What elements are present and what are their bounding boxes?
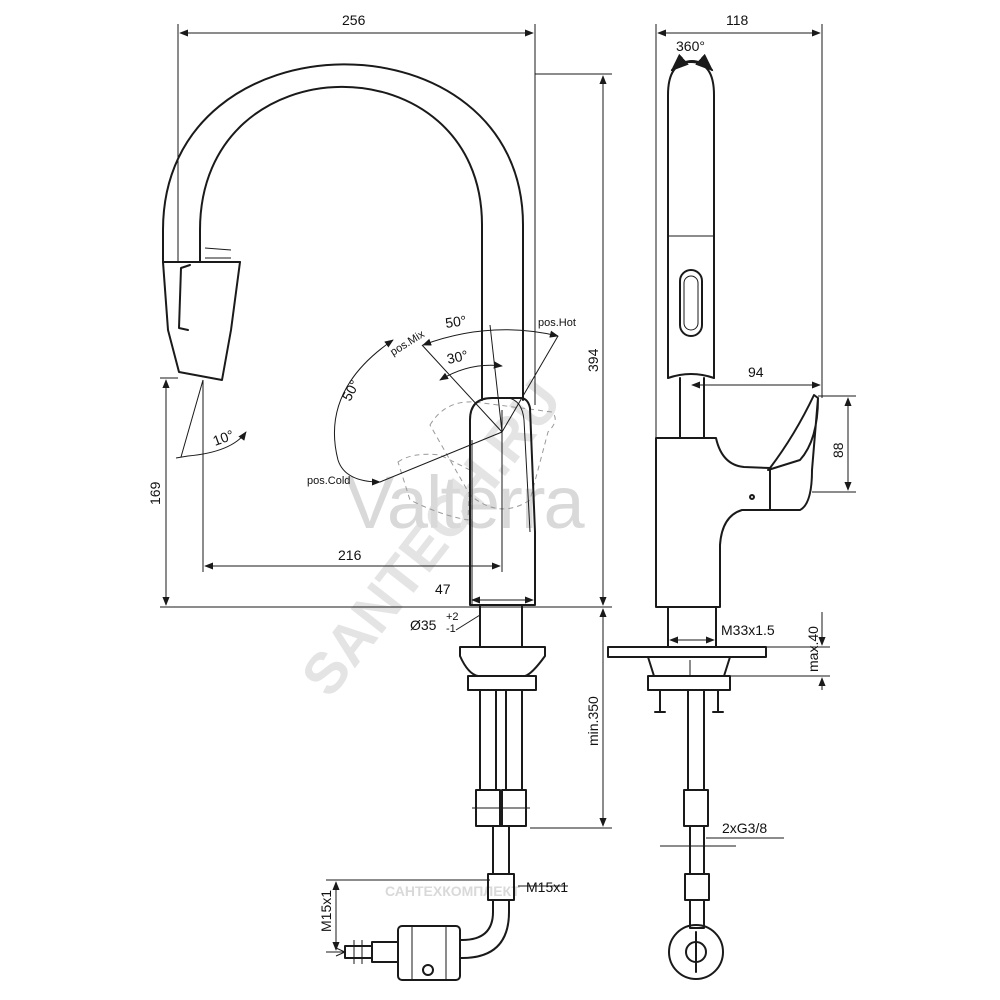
label-118: 118 xyxy=(726,12,749,28)
label-pos-mix: pos.Mix xyxy=(388,328,427,359)
label-g38: 2xG3/8 xyxy=(722,820,767,836)
body-face xyxy=(471,397,531,605)
side-spray-hose-lower xyxy=(689,899,705,929)
angle-ray-mix xyxy=(421,344,503,433)
weight-screw xyxy=(422,964,434,976)
spout-inner xyxy=(162,63,524,401)
label-pos-hot: pos.Hot xyxy=(538,317,576,329)
side-weight xyxy=(668,924,724,980)
label-35: Ø35 xyxy=(410,617,437,633)
side-studs xyxy=(654,689,724,713)
angle-ray-hot xyxy=(501,335,559,433)
lever-ghost-mix xyxy=(429,401,556,510)
label-cold-50: 50° xyxy=(339,377,363,403)
side-hose-nut xyxy=(684,873,710,901)
arc-cold-50 xyxy=(334,339,394,486)
label-35-tol-lower: -1 xyxy=(446,623,456,635)
hose-weight xyxy=(397,925,461,981)
side-view xyxy=(607,24,856,980)
hose-right xyxy=(505,689,523,791)
label-169: 169 xyxy=(147,481,163,505)
faucet-body xyxy=(469,397,536,606)
label-360: 360° xyxy=(676,38,705,54)
label-256: 256 xyxy=(342,12,366,28)
angle-ray-cold xyxy=(379,431,503,483)
label-94: 94 xyxy=(748,364,764,380)
label-m15-vertical: M15x1 xyxy=(318,890,334,932)
label-hot-50: 50° xyxy=(444,312,467,331)
label-min350: min.350 xyxy=(585,696,601,746)
hose-nut-m15 xyxy=(487,873,515,901)
bottom-watermark: САНТЕХКОМПЛЕКТ xyxy=(385,883,520,899)
tilt-ref-line xyxy=(180,379,204,458)
spout-outer xyxy=(199,85,483,401)
dimension-labels: 256 118 360° 394 169 216 47 Ø35 +2 -1 94… xyxy=(147,12,846,932)
side-hose-fitting xyxy=(683,789,709,827)
side-mount-nut xyxy=(647,675,731,691)
side-indicator xyxy=(749,494,755,500)
label-47: 47 xyxy=(435,581,451,597)
tilt-arc xyxy=(175,431,247,459)
dim-line-35 xyxy=(455,614,481,631)
side-spout-neck xyxy=(667,373,715,379)
side-flange xyxy=(647,656,731,677)
label-m33: M33x1.5 xyxy=(721,622,775,638)
front-view xyxy=(160,24,612,981)
mount-nut xyxy=(467,675,537,691)
label-394: 394 xyxy=(585,348,601,372)
side-spray-button xyxy=(679,269,703,337)
side-deck-plate xyxy=(607,646,767,658)
quick-connector xyxy=(344,941,399,963)
side-hose xyxy=(687,689,705,791)
watermarks: Valterra SANTECH.RU САНТЕХКОМПЛЕКТ xyxy=(289,368,587,899)
spray-head-detail xyxy=(204,247,232,259)
side-spout-tube xyxy=(667,61,715,379)
arc-mix-30 xyxy=(439,361,503,381)
label-mix-30: 30° xyxy=(445,347,469,367)
label-pos-cold: pos.Cold xyxy=(307,475,350,487)
label-216: 216 xyxy=(338,547,362,563)
spray-head xyxy=(162,261,241,381)
side-body xyxy=(655,437,771,608)
label-88: 88 xyxy=(830,442,846,458)
body-neck xyxy=(479,604,523,648)
spray-hose-curve xyxy=(459,899,510,959)
label-35-tol-upper: +2 xyxy=(446,611,459,623)
side-neck xyxy=(667,606,717,648)
spray-hose-top xyxy=(492,825,510,875)
side-spray-button-inner xyxy=(683,275,699,331)
base-flange xyxy=(459,646,546,677)
arc-hot-50 xyxy=(422,329,559,346)
rotation-arrow xyxy=(670,53,714,72)
label-max40: max.40 xyxy=(805,626,821,672)
side-spray-hose xyxy=(689,825,705,875)
spray-button xyxy=(178,264,191,331)
label-tilt-10: 10° xyxy=(211,427,236,449)
hose-left xyxy=(479,689,497,791)
side-lever xyxy=(767,394,819,511)
label-m15-right: M15x1 xyxy=(526,879,568,895)
